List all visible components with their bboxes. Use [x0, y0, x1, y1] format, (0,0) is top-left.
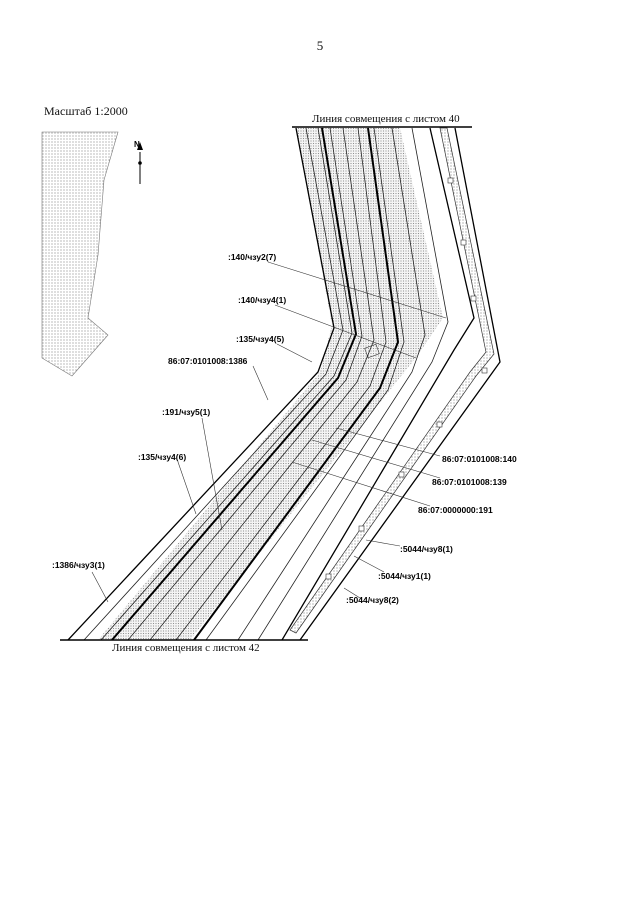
label-5044-chzu1-1: :5044/чзу1(1): [378, 571, 431, 581]
small-structure: [364, 343, 380, 359]
neighbor-parcel-left: [41, 131, 119, 377]
label-parcel-140: 86:07:0101008:140: [442, 454, 517, 464]
label-140-chzu4-1: :140/чзу4(1): [238, 295, 286, 305]
utility-strip: [289, 127, 495, 634]
main-lines: [111, 127, 400, 641]
utility-markers: [325, 177, 488, 580]
label-140-chzu2-7: :140/чзу2(7): [228, 252, 276, 262]
label-191-chzu5-1: :191/чзу5(1): [162, 407, 210, 417]
north-arrow-letter: N: [134, 140, 140, 149]
corridor-boundaries: [67, 127, 501, 641]
corridor-fill: [98, 128, 443, 640]
parcel-lines: [83, 127, 449, 641]
page-number: 5: [316, 38, 324, 53]
north-arrow-icon: [137, 142, 143, 184]
label-135-chzu4-5: :135/чзу4(5): [236, 334, 284, 344]
label-parcel-139: 86:07:0101008:139: [432, 477, 507, 487]
seam-line-label-bottom: Линия совмещения с листом 42: [112, 642, 260, 654]
label-5044-chzu8-1: :5044/чзу8(1): [400, 544, 453, 554]
label-parcel-1386: 86:07:0101008:1386: [168, 356, 248, 366]
label-135-chzu4-6: :135/чзу4(6): [138, 452, 186, 462]
label-parcel-191: 86:07:0000000:191: [418, 505, 493, 515]
label-1386-chzu3-1: :1386/чзу3(1): [52, 560, 105, 570]
label-5044-chzu8-2: :5044/чзу8(2): [346, 595, 399, 605]
map-scale: Масштаб 1:2000: [44, 104, 128, 118]
leader-lines: [91, 261, 447, 603]
seam-line-label-top: Линия совмещения с листом 40: [312, 113, 460, 125]
